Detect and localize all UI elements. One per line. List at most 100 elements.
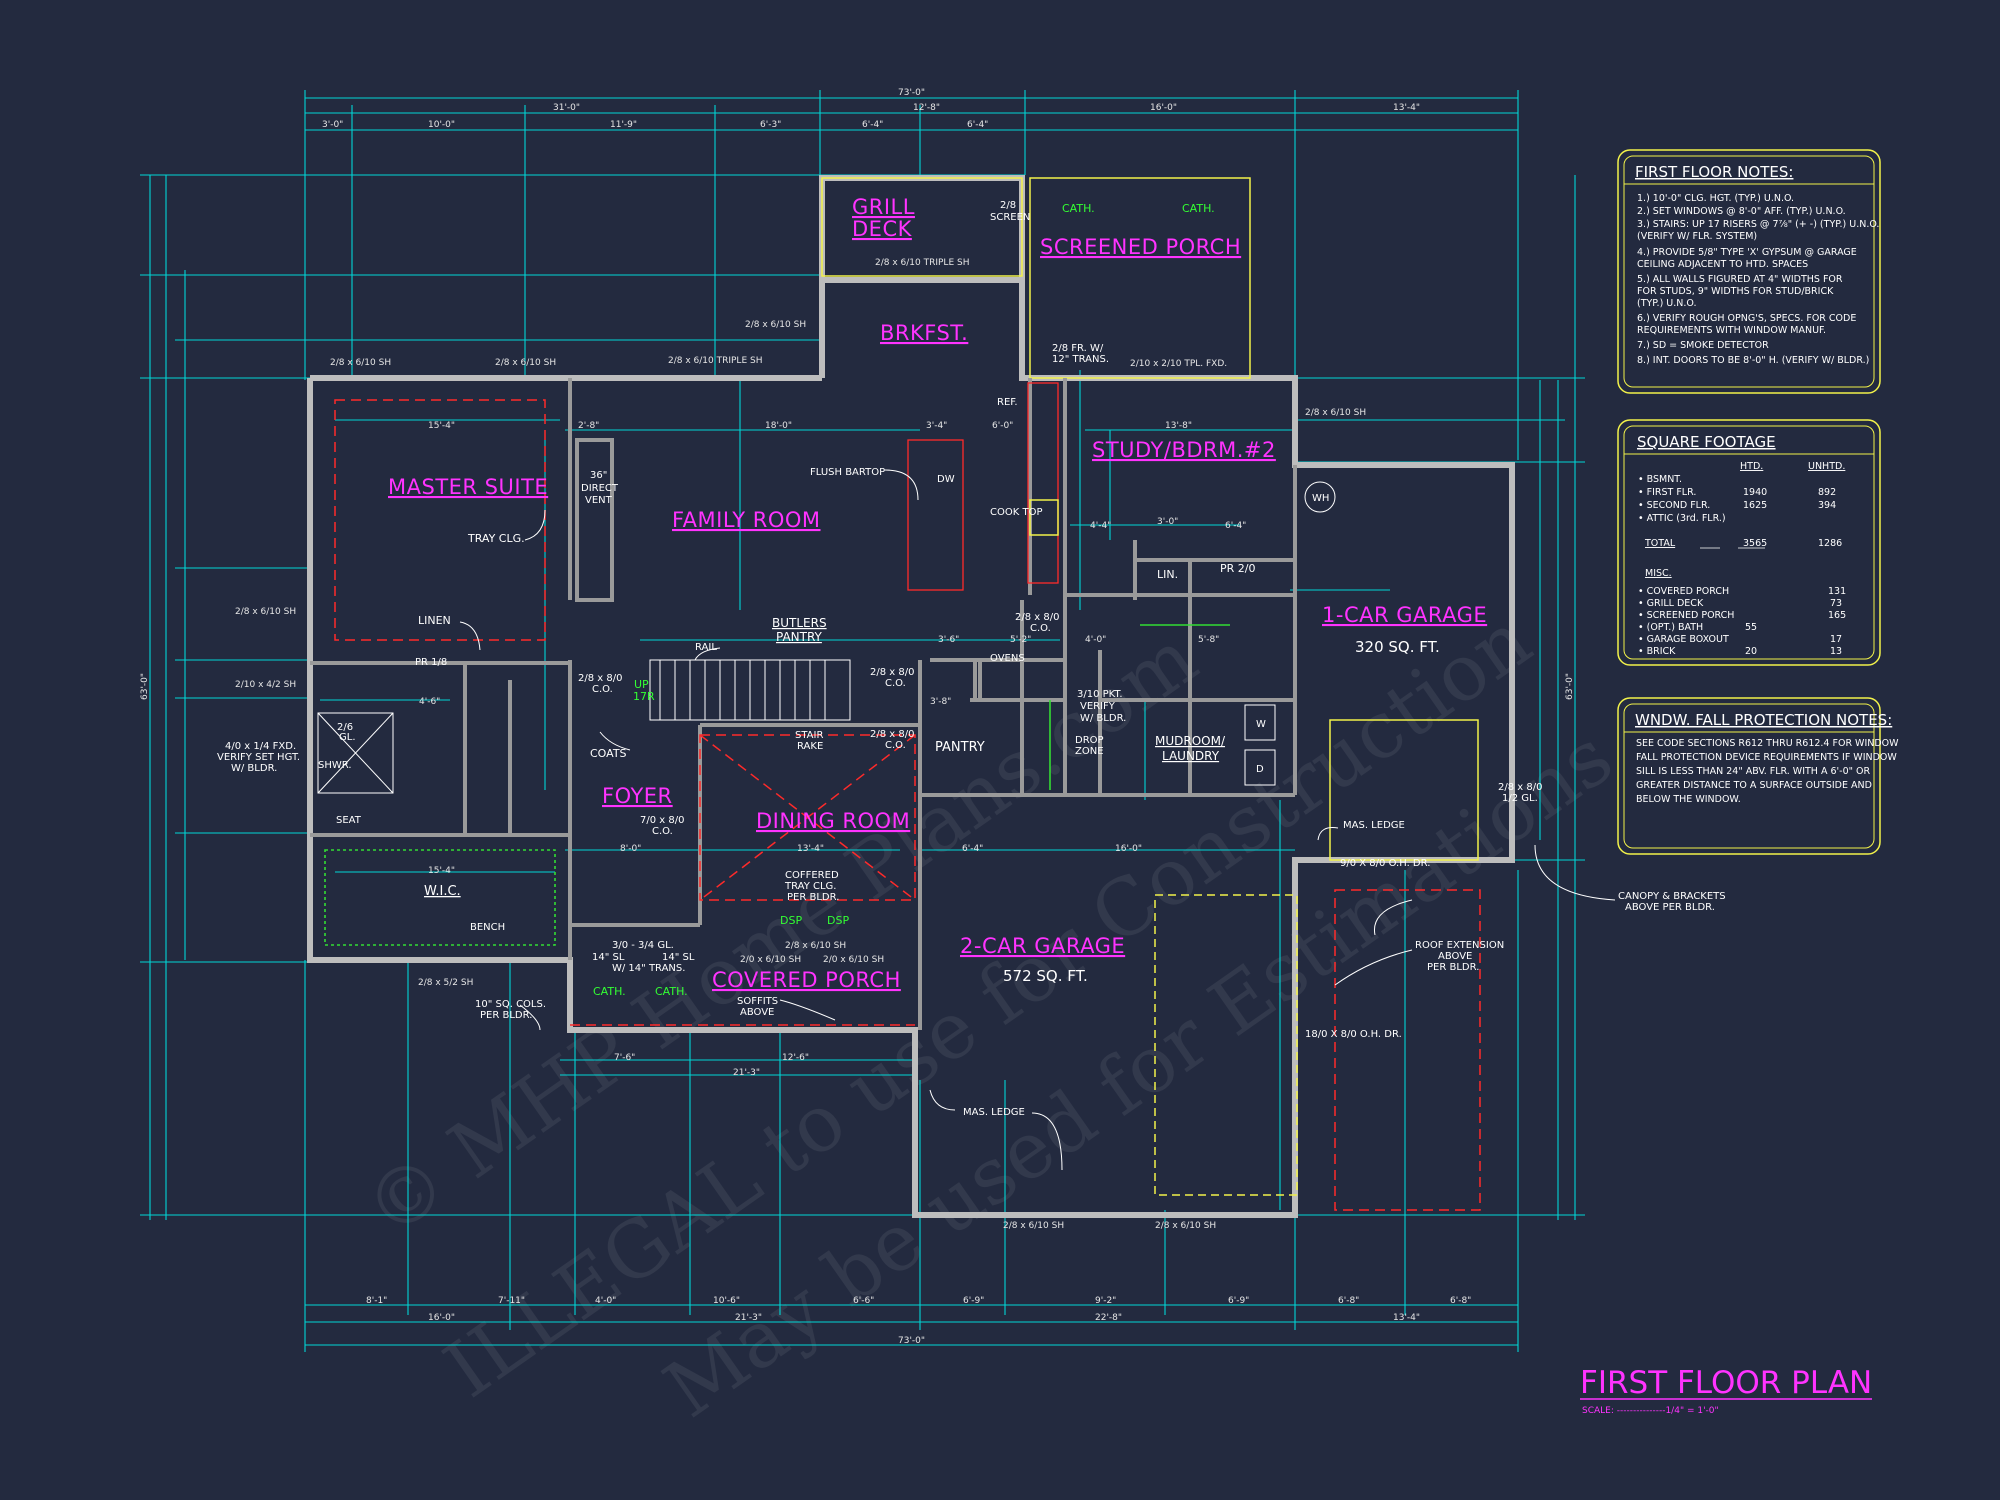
- sqft-misc-2-unhtd: 73: [1830, 598, 1842, 609]
- label-fxd-1: 4/0 x 1/4 FXD.: [225, 741, 296, 752]
- note-line-4: (VERIFY W/ FLR. SYSTEM): [1637, 231, 1757, 242]
- dim-bottom-sub-4: 10'-6": [713, 1296, 740, 1306]
- room-grill-deck-2: DECK: [852, 217, 913, 241]
- label-dsp-1: DSP: [780, 914, 802, 927]
- label-stair-rake-1: STAIR: [795, 730, 823, 741]
- room-pantry: PANTRY: [935, 740, 985, 755]
- dim-top-sub-2: 10'-0": [428, 120, 455, 130]
- annotations: TRAY CLG. LINEN PR 1/8 FLUSH BARTOP COOK…: [217, 200, 1726, 1171]
- note-line-1: 1.) 10'-0" CLG. HGT. (TYP.) U.N.O.: [1637, 193, 1794, 204]
- window-callout-5: 2/8 x 6/10 SH: [745, 320, 806, 330]
- sqft-misc-6-label: • BRICK: [1638, 646, 1676, 657]
- label-cath-2: CATH.: [1182, 202, 1215, 215]
- dim-bottom-sub-5: 6'-6": [853, 1296, 874, 1306]
- sqft-row-5-label: TOTAL: [1644, 538, 1676, 549]
- label-shower: SHWR.: [318, 760, 352, 771]
- label-coffered-3: PER BLDR.: [787, 892, 839, 903]
- label-stair-rake-2: RAKE: [797, 741, 823, 752]
- label-oh-door-1: 9/0 X 8/0 O.H. DR.: [1340, 858, 1430, 869]
- sqft-misc-5-unhtd: 17: [1830, 634, 1842, 645]
- dim-top-4: 13'-4": [1393, 103, 1420, 113]
- dim-room-9: 8'-0": [620, 844, 641, 854]
- fall-line-2: FALL PROTECTION DEVICE REQUIREMENTS IF W…: [1636, 752, 1897, 763]
- room-screened-porch: SCREENED PORCH: [1040, 235, 1241, 259]
- label-screen-1: 2/8: [1000, 200, 1016, 211]
- dim-top-sub-6: 6'-4": [967, 120, 988, 130]
- dimension-text: 73'-0" 31'-0" 12'-8" 16'-0" 13'-4" 3'-0"…: [140, 88, 1575, 1346]
- label-seat: SEAT: [336, 815, 362, 826]
- sqft-misc-6-unhtd: 13: [1830, 646, 1842, 657]
- label-co-1b: C.O.: [592, 684, 613, 695]
- window-callouts: 2/8 x 6/10 SH 2/8 x 6/10 SH 2/8 x 6/10 T…: [235, 258, 1366, 1231]
- label-co-4: 2/8 x 8/0: [1015, 612, 1059, 623]
- label-soffits-1: SOFFITS: [737, 996, 778, 1007]
- dim-bottom-sub-2: 7'-11": [498, 1296, 525, 1306]
- room-study: STUDY/BDRM.#2: [1092, 438, 1276, 462]
- label-glfoyer-1: 3/0 - 3/4 GL.: [612, 940, 674, 951]
- room-family-room: FAMILY ROOM: [672, 508, 821, 532]
- dim-bottom-sub-10: 6'-8": [1450, 1296, 1471, 1306]
- dim-bottom-total: 73'-0": [898, 1336, 925, 1346]
- label-canopy-2: ABOVE PER BLDR.: [1625, 902, 1715, 913]
- fall-line-1: SEE CODE SECTIONS R612 THRU R612.4 FOR W…: [1636, 738, 1899, 749]
- dim-bottom-4: 13'-4": [1393, 1313, 1420, 1323]
- label-rail: RAIL: [695, 642, 717, 653]
- notes-title: FIRST FLOOR NOTES:: [1635, 163, 1793, 181]
- sqft-misc-1-label: • COVERED PORCH: [1638, 586, 1729, 597]
- room-brkfst: BRKFST.: [880, 321, 968, 345]
- window-callout-13: 2/8 x 6/10 SH: [785, 941, 846, 951]
- label-direct-vent-2: DIRECT: [581, 483, 619, 494]
- sqft-misc-6-htd: 20: [1745, 646, 1757, 657]
- fall-title: WNDW. FALL PROTECTION NOTES:: [1635, 711, 1892, 729]
- note-line-2: 2.) SET WINDOWS @ 8'-0" AFF. (TYP.) U.N.…: [1637, 206, 1846, 217]
- label-washer: W: [1256, 719, 1266, 730]
- label-co-3: 2/8 x 8/0: [870, 729, 914, 740]
- room-dining: DINING ROOM: [756, 809, 910, 833]
- dim-bottom-sub-1: 8'-1": [366, 1296, 387, 1306]
- label-pr-18: PR 1/8: [415, 657, 447, 668]
- first-floor-notes-box: FIRST FLOOR NOTES: 1.) 10'-0" CLG. HGT. …: [1617, 149, 1881, 394]
- fall-protection-notes-box: WNDW. FALL PROTECTION NOTES: SEE CODE SE…: [1617, 697, 1899, 855]
- window-callout-2: 2/8 x 6/10 SH: [495, 358, 556, 368]
- note-line-7: 5.) ALL WALLS FIGURED AT 4" WIDTHS FOR: [1637, 274, 1843, 285]
- label-foyer-co-2: C.O.: [652, 826, 673, 837]
- label-verify-2: VERIFY: [1080, 701, 1116, 712]
- dim-room-1: 15'-4": [428, 421, 455, 431]
- label-glfoyer-3: 14" SL: [662, 952, 695, 963]
- window-callout-7: 2/8 x 6/10 SH: [1305, 408, 1366, 418]
- dim-room-21: 3'-6": [938, 635, 959, 645]
- label-dryer: D: [1256, 764, 1264, 775]
- label-cath-1: CATH.: [1062, 202, 1095, 215]
- window-callout-4: 2/8 x 6/10 TRIPLE SH: [875, 258, 969, 268]
- window-callout-3: 2/8 x 6/10 TRIPLE SH: [668, 356, 762, 366]
- sqft-misc-title: MISC.: [1645, 568, 1672, 579]
- label-drop-zone-2: ZONE: [1075, 746, 1104, 757]
- dim-room-6: 4'-6": [419, 697, 440, 707]
- label-trans-1: 2/8 FR. W/: [1052, 343, 1104, 354]
- note-line-8: FOR STUDS, 9" WIDTHS FOR STUD/BRICK: [1637, 286, 1834, 297]
- label-mas-ledge-2: MAS. LEDGE: [963, 1107, 1025, 1118]
- sqft-misc-1-unhtd: 131: [1828, 586, 1846, 597]
- sqft-row-1-label: • BSMNT.: [1638, 474, 1682, 485]
- plan-scale: SCALE: ---------------1/4" = 1'-0": [1582, 1406, 1719, 1416]
- note-line-9: (TYP.) U.N.O.: [1637, 298, 1697, 309]
- dim-room-19: 21'-3": [733, 1068, 760, 1078]
- window-callout-14: 2/8 x 6/10 SH: [1003, 1221, 1064, 1231]
- dim-top-sub-3: 11'-9": [610, 120, 637, 130]
- label-water-heater: WH: [1312, 493, 1329, 504]
- sqft-row-2-unhtd: 892: [1818, 487, 1836, 498]
- garage1-sqft: 320 SQ. FT.: [1355, 638, 1440, 656]
- sqft-misc-3-label: • SCREENED PORCH: [1638, 610, 1734, 621]
- sqft-misc-2-label: • GRILL DECK: [1638, 598, 1704, 609]
- window-callout-10: 2/8 x 5/2 SH: [418, 978, 473, 988]
- note-line-13: 8.) INT. DOORS TO BE 8'-0" H. (VERIFY W/…: [1637, 355, 1869, 366]
- dim-room-8: 13'-4": [797, 844, 824, 854]
- sqft-row-3-label: • SECOND FLR.: [1638, 500, 1710, 511]
- label-soffits-2: ABOVE: [740, 1007, 774, 1018]
- sqft-row-3-htd: 1625: [1743, 500, 1767, 511]
- dim-top-1: 31'-0": [553, 103, 580, 113]
- dim-bottom-sub-3: 4'-0": [595, 1296, 616, 1306]
- label-cath-3: CATH.: [593, 985, 626, 998]
- watermark: © MHP Home Plans.com ILLEGAL to use for …: [349, 595, 1628, 1435]
